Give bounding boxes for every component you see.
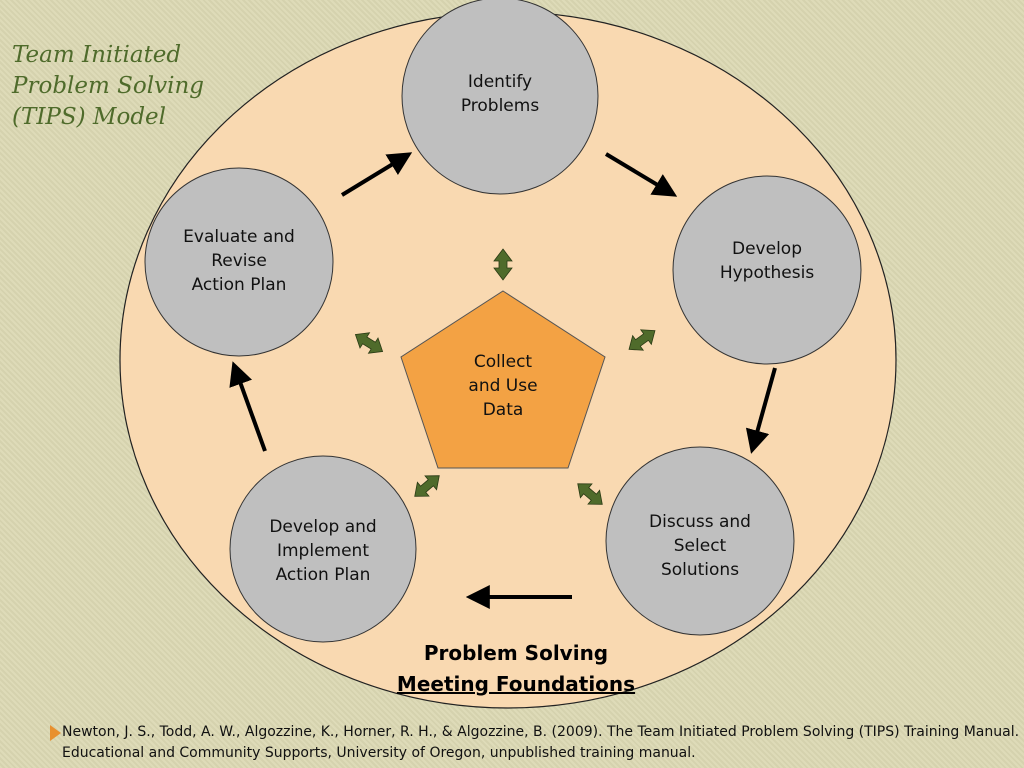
label-develop-hypothesis: Develop Hypothesis (719, 239, 815, 283)
foundation-label: Problem Solving Meeting Foundations (336, 638, 696, 700)
citation: Newton, J. S., Todd, A. W., Algozzine, K… (50, 722, 1024, 764)
double-arrow-discuss (577, 483, 603, 505)
foundation-line-1: Problem Solving (423, 641, 609, 665)
node-discuss-select-solutions (605, 446, 795, 636)
flow-arrow-hypothesis-to-discuss (745, 367, 777, 454)
double-arrow-implement (414, 475, 440, 497)
flow-arrow-implement-to-evaluate (229, 361, 267, 452)
double-arrow-hypothesis (628, 329, 656, 351)
flow-arrow-identify-to-hypothesis (604, 152, 678, 197)
node-identify-problems (401, 0, 599, 195)
node-develop-implement-plan (229, 455, 417, 643)
citation-text: Newton, J. S., Todd, A. W., Algozzine, K… (62, 724, 1020, 761)
node-evaluate-revise-plan (144, 167, 334, 357)
label-identify-problems: Identify Problems (460, 72, 540, 116)
flow-arrow-evaluate-to-identify (340, 152, 413, 197)
label-discuss-select-solutions: Discuss and Select Solutions (649, 512, 751, 580)
double-arrow-identify (493, 248, 513, 281)
foundation-line-2: Meeting Foundations (396, 672, 636, 696)
slide-title: Team Initiated Problem Solving (TIPS) Mo… (12, 42, 204, 130)
label-collect-use-data: Collect and Use Data (468, 352, 538, 420)
double-arrow-evaluate (354, 332, 384, 354)
center-pentagon (400, 290, 606, 469)
node-develop-hypothesis (672, 175, 862, 365)
bullet-triangle-icon (50, 725, 61, 741)
label-evaluate-revise-plan: Evaluate and Revise Action Plan (183, 227, 295, 295)
label-develop-implement-plan: Develop and Implement Action Plan (269, 517, 377, 585)
